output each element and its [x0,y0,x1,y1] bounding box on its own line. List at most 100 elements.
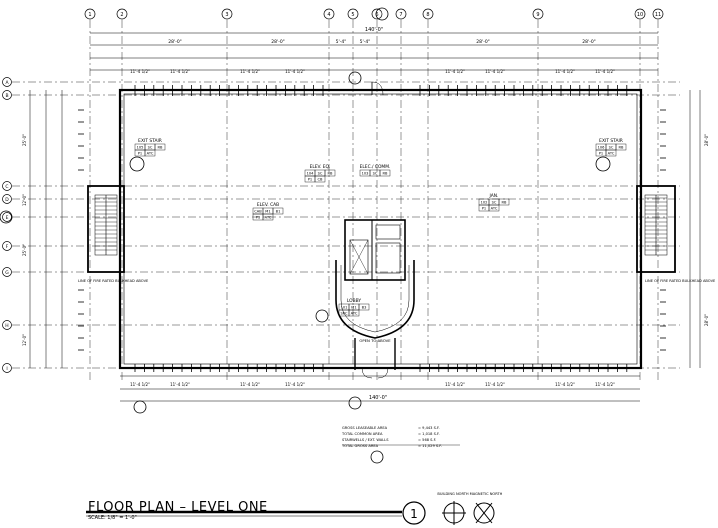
room-code: RB [502,201,507,205]
bay-dimension: 11'-4 1/2" [485,382,505,387]
room-code: ATC [608,152,615,156]
room-code: P1 [138,152,142,156]
exterior-wall [118,88,643,370]
grid-column-bubble [116,8,128,20]
room-code-cell [605,149,617,157]
room-name: ELEV. CAB [257,202,279,208]
core-walls [335,81,415,379]
room-code: M1 [351,306,356,310]
room-code-cell [154,143,166,151]
left-dimension: 25'-0" [22,134,27,146]
bay-dimensions-bottom: 11'-4 1/2" 11'-4 1/2" 11'-4 1/2" 11'-4 1/2"… [130,382,615,387]
room-code: M1 [265,210,270,214]
grid-row-bubble [2,77,12,87]
top-dimension: 28'-0" [476,39,490,45]
overall-dimension-bottom-label: 140'-0" [369,395,387,401]
section-markers [0,7,611,464]
room-name: EXIT STAIR [138,138,162,144]
magnetic-north-icon [473,502,495,524]
grid-column-label: 2 [120,12,123,18]
grid-column-bubble [532,8,544,20]
overall-dimension-label: 140'-0" [365,27,383,33]
left-dimension: 12'-0" [22,194,27,206]
room-code-cell [488,204,500,212]
grid-column-bubble [84,8,96,20]
room-code: RB [328,172,333,176]
bay-dimensions-top: 11'-4 1/2" 11'-4 1/2" 11'-4 1/2" 11'-4 1/2"… [130,69,615,74]
bay-dimension: 11'-4 1/2" [555,69,575,74]
room-code: CAB [254,210,262,214]
grid-column-bubble [395,8,407,20]
area-value: = 568 S.F. [418,438,436,442]
room-code: ATC [147,152,154,156]
area-value: = 1,018 S.F. [418,432,440,436]
room-name: JAN. [489,193,499,199]
building-north-icon [442,501,466,525]
room-code: CB [318,178,324,182]
left-dimension-strings [29,90,63,368]
bay-dimension: 11'-4 1/2" [285,69,305,74]
right-dimension-strings [689,90,701,368]
bay-dimension: 11'-4 1/2" [285,382,305,387]
grid-row-label: D [5,197,9,203]
exit-stair-right [636,185,676,273]
grid-row-bubble [2,363,12,373]
grid-row-bubble [2,212,12,222]
room-code: 103 [362,172,369,176]
room-code: 106 [598,146,606,150]
bay-dimension: 11'-4 1/2" [130,69,150,74]
room-code: 105 [137,146,144,150]
grid-row-label: I [6,366,7,372]
overall-dimension-top: 140'-0" [90,27,658,71]
room-code: B1 [276,210,281,214]
bay-dimension: 11'-4 1/2" [130,382,150,387]
right-dimension-labels: 28'-0"28'-0" [704,134,709,326]
room-code: SKC [341,312,348,316]
area-label: STAIRWELLS / EXT. WALLS [342,438,389,442]
area-label: TOTAL COMMON AREA [341,432,383,436]
grid-row-bubble [2,90,12,100]
room-code: ATC [351,312,358,316]
bay-dimension: 11'-4 1/2" [485,69,505,74]
bay-dimension: 11'-4 1/2" [170,69,190,74]
note-fire-rated-right: LINE OF FIRE RATED BULKHEAD ABOVE [645,279,716,283]
room-code: RB [619,146,624,150]
overall-dimension-bottom: 140'-0" [120,375,640,402]
bay-dimension: 11'-4 1/2" [445,69,465,74]
area-tabulation: GROSS LEASEABLE AREA = 9,443 S.F. TOTAL CO… [341,426,460,448]
drawing-title: FLOOR PLAN – LEVEL ONE [88,500,268,515]
area-label: GROSS LEASEABLE AREA [342,426,388,430]
room-code: 101 [341,306,348,310]
drawing-scale: SCALE: 1/8" = 1'-0" [88,515,137,521]
grid-row-label: A [5,80,9,86]
room-code: 104 [307,172,315,176]
bay-dimension: 11'-4 1/2" [240,69,260,74]
bay-dimension: 11'-4 1/2" [445,382,465,387]
room-code: SC [609,146,614,150]
grid-row-bubble [2,241,12,251]
room-code: P1 [599,152,603,156]
room-code-cell [348,309,360,317]
room-code: SC [492,201,497,205]
grid-row-label: B [5,93,8,99]
area-value: = 9,443 S.F. [418,426,440,430]
sheet-number: 1 [410,507,418,521]
notes: LINE OF FIRE RATED BULKHEAD ABOVE LINE O… [78,279,716,343]
bay-dimension: 11'-4 1/2" [555,382,575,387]
stair-treads-left [95,197,117,251]
room-code-cell [272,207,284,215]
bay-dimension: 11'-4 1/2" [595,69,615,74]
grid-column-label: 5 [351,12,354,18]
room-name: LOBBY [347,298,362,304]
grid-column-bubble [347,8,359,20]
bay-dimension: 11'-4 1/2" [595,382,615,387]
top-dimension: 5'-4" [336,39,347,45]
left-dimension: 12'-0" [22,334,27,346]
room-code-cell [498,198,510,206]
grid-column-label: 4 [327,12,330,18]
area-value: = 11,029 S.F. [418,444,442,448]
grid-column-label: 10 [637,12,643,18]
